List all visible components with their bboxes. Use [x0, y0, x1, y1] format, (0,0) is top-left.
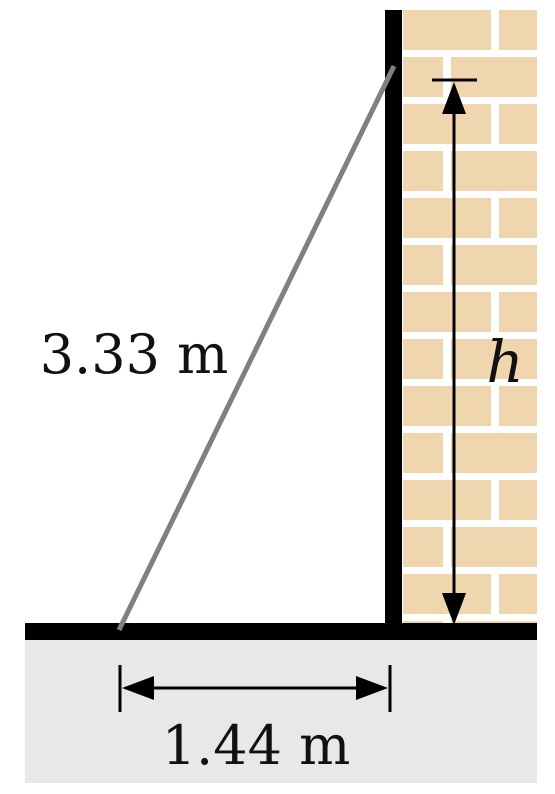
- wall-face-line: [385, 10, 402, 638]
- brick-wall: [403, 10, 537, 628]
- ladder-length-label: 3.33 m: [40, 323, 229, 386]
- height-label: h: [486, 328, 523, 396]
- height-dimension-arrow: [432, 78, 477, 625]
- base-distance-label: 1.44 m: [162, 714, 351, 777]
- base-dimension-arrow: [118, 665, 392, 712]
- ladder: [116, 64, 397, 632]
- ground-fill: [25, 635, 537, 783]
- ground-line: [25, 623, 537, 640]
